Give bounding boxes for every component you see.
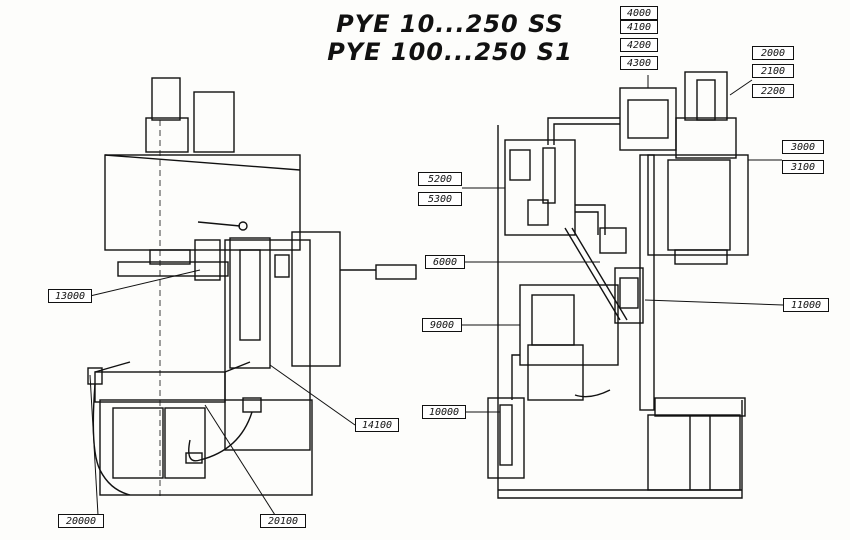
label-20100: 20100: [260, 514, 306, 528]
label-4000: 4000: [620, 6, 658, 20]
title-line-1: PYE 10...250 SS: [336, 10, 564, 38]
leader-lines: [89, 75, 784, 516]
label-2100: 2100: [752, 64, 794, 78]
label-20000: 20000: [58, 514, 104, 528]
label-14100: 14100: [355, 418, 399, 432]
label-10000: 10000: [422, 405, 466, 419]
label-5300: 5300: [418, 192, 462, 206]
label-11000: 11000: [783, 298, 829, 312]
label-4100: 4100: [620, 20, 658, 34]
hydraulic-unit: [487, 71, 749, 499]
press-machine: [87, 77, 417, 500]
title-line-2: PYE 100...250 S1: [327, 38, 573, 66]
label-2200: 2200: [752, 84, 794, 98]
label-6000: 6000: [425, 255, 465, 269]
label-4200: 4200: [620, 38, 658, 52]
label-4300: 4300: [620, 56, 658, 70]
label-3000: 3000: [782, 140, 824, 154]
label-13000: 13000: [48, 289, 92, 303]
label-3100: 3100: [782, 160, 824, 174]
label-5200: 5200: [418, 172, 462, 186]
label-2000: 2000: [752, 46, 794, 60]
label-9000: 9000: [422, 318, 462, 332]
